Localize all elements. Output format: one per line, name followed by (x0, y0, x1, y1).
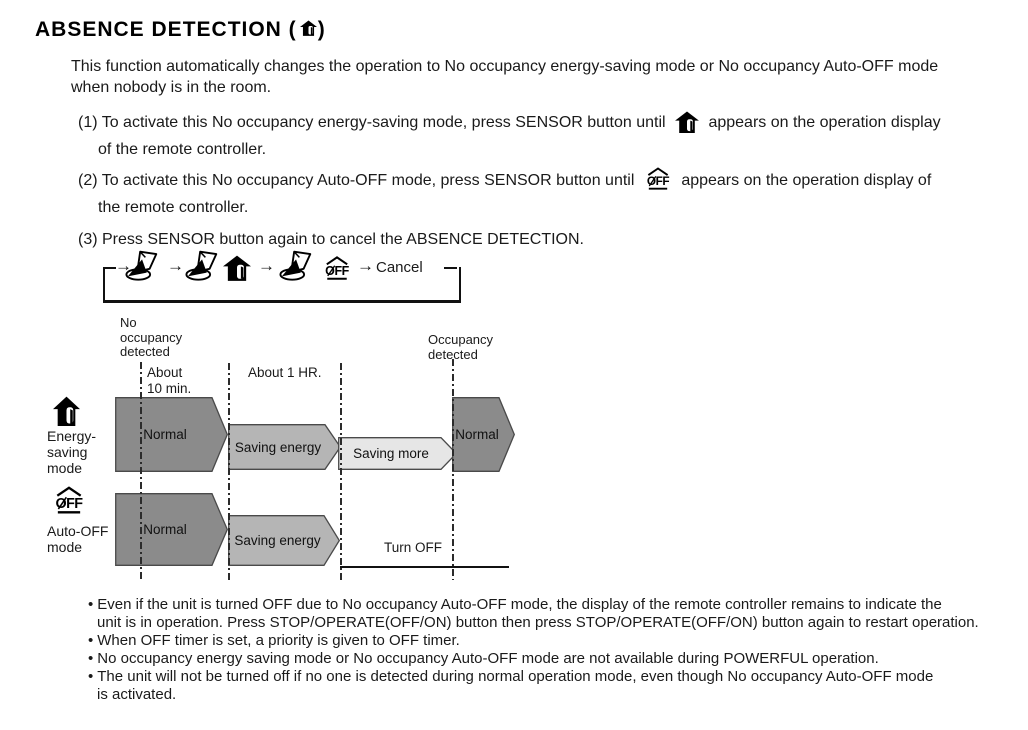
sensor-icon (125, 248, 161, 287)
timeline-divider (452, 359, 454, 580)
house-icon (223, 255, 251, 286)
note-text: No occupancy energy saving mode or No oc… (97, 650, 879, 667)
saving-more-arrow: Saving more (338, 437, 457, 470)
arrow-label: Normal (455, 427, 499, 442)
house-icon (53, 396, 80, 431)
timeline-divider (340, 363, 342, 580)
arrow-label: Normal (143, 427, 187, 442)
bullet-icon: • (88, 632, 94, 649)
page-title-text: ABSENCE DETECTION ( (35, 18, 297, 41)
arrow-right-icon: → (258, 256, 275, 275)
house-icon (675, 111, 699, 139)
page-title: ABSENCE DETECTION ( ) (35, 18, 326, 42)
note-item: •When OFF timer is set, a priority is gi… (88, 632, 993, 650)
note-item: •The unit will not be turned off if no o… (88, 668, 993, 704)
arrow-label: Saving more (353, 446, 429, 461)
arrow-label: Saving energy (234, 439, 322, 455)
note-text: Even if the unit is turned OFF due to No… (97, 596, 979, 631)
page-title-suffix: ) (317, 18, 326, 41)
energy-normal-arrow: Normal (115, 397, 228, 472)
sensor-icon (185, 248, 221, 287)
steps-list: (1) To activate this No occupancy energy… (78, 111, 1003, 257)
turn-off-label: Turn OFF (384, 540, 443, 555)
note-item: •No occupancy energy saving mode or No o… (88, 650, 993, 668)
mode-cycle-diagram: → → → → Cancel (95, 248, 485, 312)
cycle-loop-line-left (103, 267, 116, 269)
step-3: (3) Press SENSOR button again to cancel … (78, 231, 584, 248)
arrow-label: Saving energy (234, 533, 321, 548)
turn-off-baseline (340, 566, 509, 568)
sensor-icon (279, 248, 315, 287)
bullet-icon: • (88, 596, 94, 613)
auto-normal-arrow: Normal (115, 493, 228, 566)
auto-off-icon (644, 167, 672, 197)
timeline-divider (140, 362, 142, 580)
step-1: (1) To activate this No occupancy energy… (78, 111, 1003, 160)
house-icon (299, 18, 317, 42)
cancel-label: Cancel (376, 259, 423, 276)
cycle-loop-line-right (444, 267, 457, 269)
notes-list: •Even if the unit is turned OFF due to N… (88, 596, 993, 704)
timeline-divider (228, 363, 230, 580)
arrow-label: Normal (143, 522, 187, 537)
step-2: (2) To activate this No occupancy Auto-O… (78, 167, 1003, 218)
step-1-text: (1) To activate this No occupancy energy… (78, 114, 666, 131)
note-text: When OFF timer is set, a priority is giv… (97, 632, 460, 649)
bullet-icon: • (88, 668, 94, 685)
step-2-text: (2) To activate this No occupancy Auto-O… (78, 172, 635, 189)
auto-saving-arrow: Saving energy (228, 515, 340, 566)
cycle-loop-line (103, 267, 461, 303)
intro-paragraph: This function automatically changes the … (71, 58, 939, 96)
arrow-right-icon: → (167, 256, 184, 275)
arrow-right-icon: → (357, 256, 374, 275)
auto-off-icon (322, 256, 352, 286)
energy-normal-return-arrow: Normal (452, 397, 515, 472)
about-1-hr-label: About 1 HR. (248, 365, 322, 380)
auto-off-icon (52, 486, 86, 520)
arrow-right-icon: → (115, 256, 132, 275)
bullet-icon: • (88, 650, 94, 667)
note-text: The unit will not be turned off if no on… (97, 668, 934, 703)
energy-saving-arrow: Saving energy (228, 424, 341, 470)
note-item: •Even if the unit is turned OFF due to N… (88, 596, 993, 632)
